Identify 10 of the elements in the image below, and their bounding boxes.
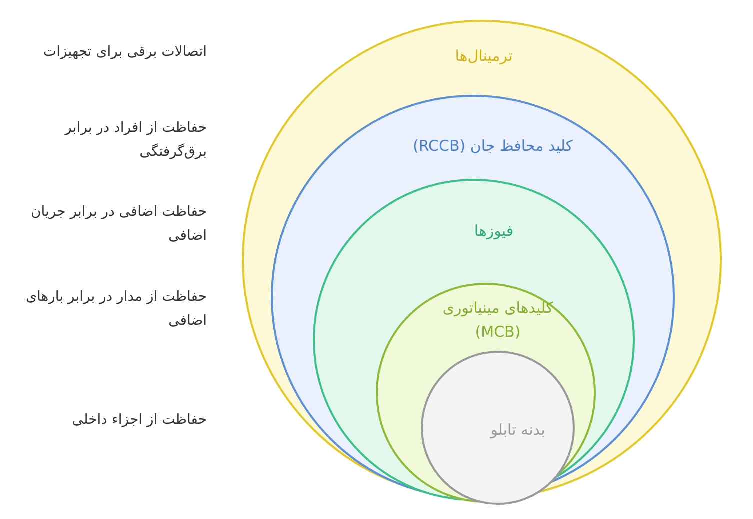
description-text: حفاظت از اجزاء داخلی xyxy=(71,411,207,430)
description-text: اتصالات برقی برای تجهیزات xyxy=(42,43,207,62)
description-text: حفاظت اضافی در برابر جریان اضافی xyxy=(30,203,207,246)
circle-label: ترمینال‌ها xyxy=(454,46,514,67)
description-text: حفاظت از مدار در برابر بارهای اضافی xyxy=(25,288,207,331)
circle-label: کلیدهای مینیاتوری (MCB) xyxy=(442,298,554,343)
description-text: حفاظت از افراد در برابر برق‌گرفتگی xyxy=(64,119,207,162)
circle-label: فیوزها xyxy=(473,221,515,242)
circle-label: بدنه تابلو xyxy=(489,420,546,441)
circle-label: کلید محافظ جان (RCCB) xyxy=(412,136,574,157)
